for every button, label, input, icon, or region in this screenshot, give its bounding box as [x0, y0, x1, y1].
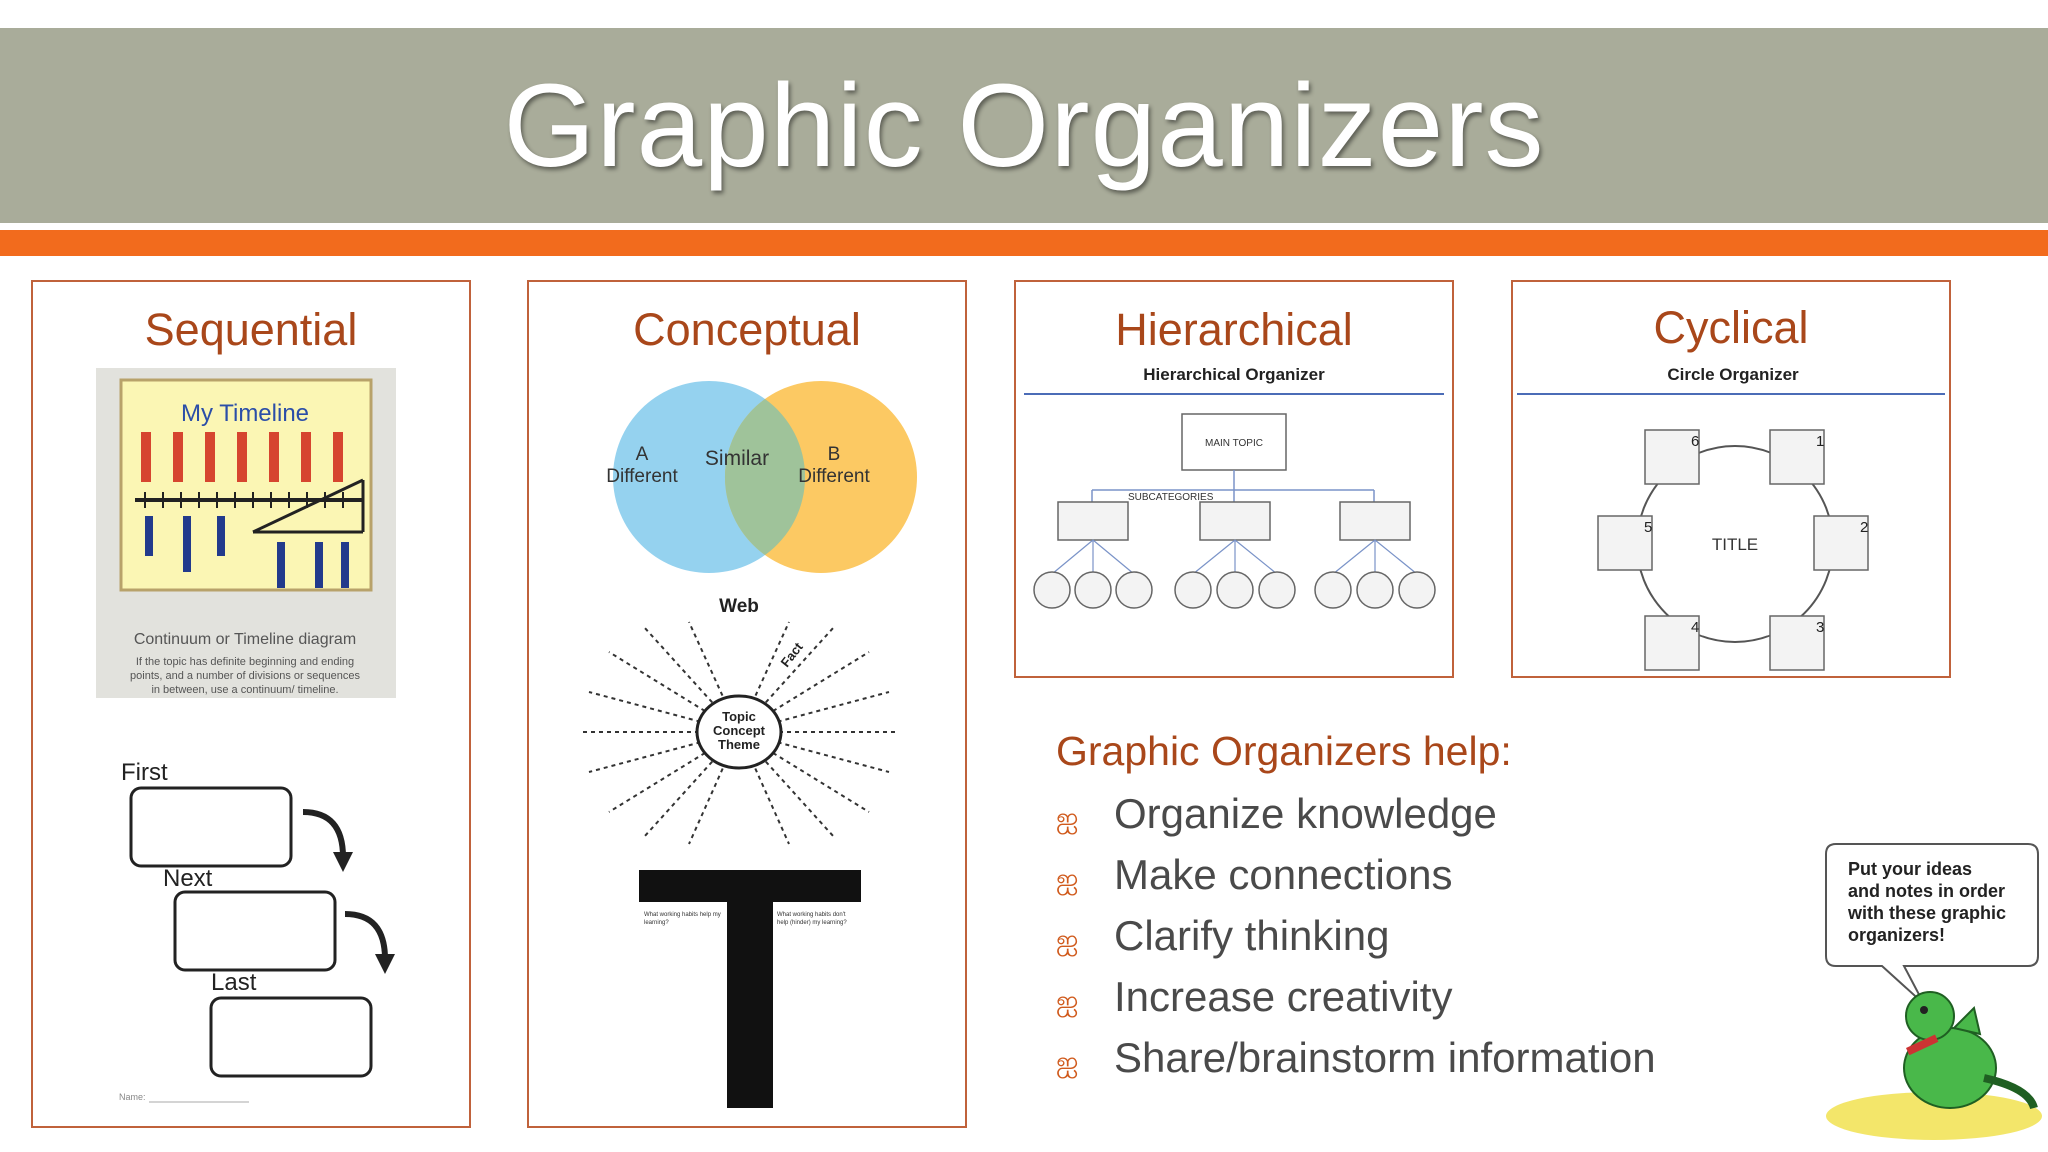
panel-sequential: Sequential My Timeline Continuum or Time… [31, 280, 471, 1128]
panel-conceptual: Conceptual A Different Similar B Differe… [527, 280, 967, 1128]
svg-text:help (hinder) my learning?: help (hinder) my learning? [777, 920, 847, 926]
hierarchical-illustration: Hierarchical Organizer MAIN TOPIC SUBCAT… [1024, 365, 1444, 609]
help-item: Organize knowledge [1114, 790, 1497, 837]
cycle-number-6: 6 [1691, 433, 1699, 450]
svg-text:points, and a number of divisi: points, and a number of divisions or seq… [130, 670, 360, 682]
panel-hierarchical: Hierarchical Hierarchical Organizer MAIN… [1014, 280, 1454, 678]
venn-middle-label: Similar [705, 447, 769, 470]
timeline-caption: Continuum or Timeline diagram [134, 631, 356, 648]
timeline-title: My Timeline [181, 400, 309, 427]
title-band [0, 28, 2048, 223]
conceptual-illustration: A Different Similar B Different Web Topi… [579, 381, 917, 1108]
subcategories-label: SUBCATEGORIES [1128, 492, 1214, 503]
hierarchical-subtitle: Hierarchical Organizer [1143, 365, 1325, 384]
tchart-right-label: What working habits don't [777, 912, 846, 918]
name-label: Name: [119, 1092, 146, 1102]
main-topic-label: MAIN TOPIC [1205, 438, 1263, 449]
venn-right-letter: B [828, 444, 841, 465]
svg-text:If the topic has definite begi: If the topic has definite beginning and … [136, 656, 354, 668]
bullet-icon: ஐ [1056, 802, 1079, 833]
help-item: Increase creativity [1114, 973, 1453, 1020]
help-title: Graphic Organizers help: [1056, 728, 1512, 774]
help-section: Graphic Organizers help: ஐ Organize know… [1056, 728, 1676, 1088]
venn-left-letter: A [636, 444, 649, 465]
svg-text:learning?: learning? [644, 920, 669, 926]
bullet-icon: ஐ [1056, 1046, 1079, 1077]
bullet-icon: ஐ [1056, 985, 1079, 1016]
venn-right-label: Different [798, 466, 870, 487]
speech-bubble-text: Put your ideas and notes in order with t… [1848, 859, 2007, 945]
cycle-number-5: 5 [1644, 519, 1652, 536]
help-item: Share/brainstorm information [1114, 1034, 1656, 1081]
sequential-illustration: My Timeline Continuum or Timeline diagra… [96, 368, 396, 1103]
accent-bar [0, 230, 2048, 256]
cycle-number-2: 2 [1860, 519, 1868, 536]
help-item: Make connections [1114, 851, 1453, 898]
panel-title-sequential: Sequential [144, 304, 358, 355]
cycle-number-3: 3 [1816, 619, 1824, 636]
cyclical-subtitle: Circle Organizer [1667, 365, 1799, 384]
step-last-label: Last [211, 969, 257, 996]
bullet-icon: ஐ [1056, 863, 1079, 894]
svg-text:in between, use a continuum/ t: in between, use a continuum/ timeline. [151, 684, 338, 696]
web-center-2: Concept [713, 723, 766, 738]
panel-cyclical: Cyclical Circle Organizer TITLE 1 2 3 4 … [1511, 280, 1951, 678]
web-fact-label: Fact [778, 639, 807, 670]
web-center-3: Theme [718, 737, 760, 752]
tchart-left-label: What working habits help my [644, 912, 721, 918]
bullet-icon: ஐ [1056, 924, 1079, 955]
panel-title-conceptual: Conceptual [633, 304, 861, 355]
dragon-illustration [1825, 843, 2042, 1140]
venn-left-label: Different [606, 466, 678, 487]
web-center-1: Topic [722, 709, 756, 724]
cyclical-illustration: Circle Organizer TITLE 1 2 3 4 5 6 [1517, 365, 1945, 671]
help-item: Clarify thinking [1114, 912, 1390, 959]
slide-title: Graphic Organizers [503, 60, 1545, 192]
cycle-center-label: TITLE [1712, 535, 1758, 554]
panel-title-cyclical: Cyclical [1653, 302, 1809, 353]
cycle-number-1: 1 [1816, 433, 1824, 450]
cycle-number-4: 4 [1691, 619, 1699, 636]
panel-title-hierarchical: Hierarchical [1115, 304, 1353, 355]
step-first-label: First [121, 759, 168, 786]
step-next-label: Next [163, 865, 213, 892]
web-label: Web [719, 596, 759, 617]
